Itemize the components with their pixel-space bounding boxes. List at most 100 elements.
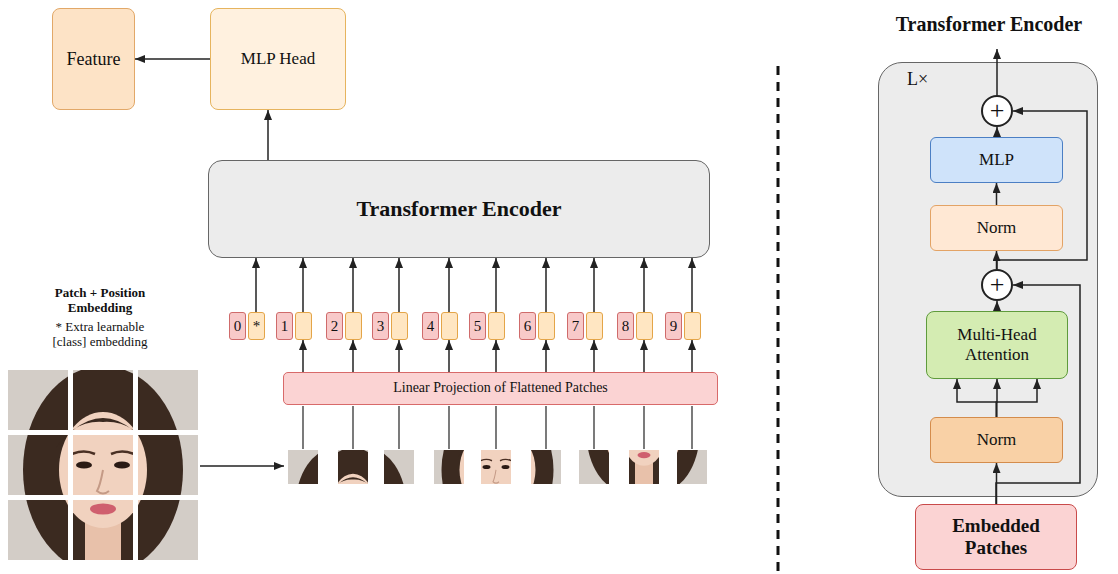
connector-path [352,258,354,312]
connector-arrow [303,258,304,312]
token-label: 7 [572,319,580,334]
patch-line [302,406,303,449]
token-embedding: 9 [665,312,701,340]
position-cell: 8 [617,312,634,340]
connector-arrow [594,340,595,372]
face-tile [8,366,198,574]
connector-path [643,258,645,312]
box-label: Norm [977,430,1017,450]
face-tile [8,366,198,574]
token-label: 2 [331,319,339,334]
box-label: Multi-Head Attention [933,325,1061,364]
connector-arrow [546,258,547,312]
connector-path [135,58,210,60]
process-box: Transformer Encoder [208,160,710,258]
connector-arrow [268,110,269,160]
process-box: Norm [930,417,1063,463]
token-embedding: 0* [229,312,265,340]
connector-path [255,258,257,312]
connector-arrow [399,258,400,312]
process-box: Multi-Head Attention [926,311,1068,379]
token-label: 9 [670,319,678,334]
token-label: 1 [281,319,289,334]
box-label: Linear Projection of Flattened Patches [393,380,608,396]
box-label: MLP [979,150,1014,170]
connector-arrow [303,340,304,372]
patch-cell [488,312,505,340]
sum-node: + [981,269,1013,301]
process-box: Embedded Patches [915,504,1077,570]
connector-arrow [496,258,497,312]
connector-path [593,258,595,312]
connector-path [448,258,450,312]
note-label: * Extra learnable [class] embedding [40,320,160,350]
position-cell: 6 [519,312,536,340]
connector-arrow [256,258,257,312]
token-embedding: 2 [326,312,362,340]
box-label: Transformer Encoder [356,196,561,221]
patch-cell [684,312,701,340]
connector-arrow [449,340,450,372]
patch-tile [466,411,561,529]
connector-path [448,340,450,372]
connector-path [495,340,497,372]
connector-arrow [135,59,210,60]
box-label: Feature [67,49,121,70]
connector-arrow [449,258,450,312]
process-box: Linear Projection of Flattened Patches [283,372,718,405]
face-tile [8,366,198,574]
connector-path [545,258,547,312]
sum-symbol: + [990,98,1005,124]
connector-arrow [692,340,693,372]
patch-cell [441,312,458,340]
divider-line [777,66,780,574]
connector-path [495,258,497,312]
process-box: MLP [930,137,1063,183]
position-cell: 2 [326,312,343,340]
token-embedding: 4 [422,312,458,340]
token-label: 0 [234,319,242,334]
connector-path [352,340,354,372]
token-label: 8 [622,319,630,334]
process-box: Norm [930,205,1063,251]
token-label: 4 [427,319,435,334]
connector-path [691,258,693,312]
face-image [8,366,198,574]
patch-line [398,406,399,449]
patch-line [545,406,546,449]
patch-cell: * [248,312,265,340]
face-tile [8,366,198,574]
patch-line [643,406,644,449]
box-label: MLP Head [241,49,315,69]
token-embedding: 8 [617,312,653,340]
connector-arrow [594,258,595,312]
position-cell: 5 [469,312,486,340]
token-label: 3 [377,319,385,334]
patch-line [352,406,353,449]
box-label: Embedded Patches [922,515,1070,559]
face-tile [8,366,198,574]
patch-cell [538,312,555,340]
position-cell: 0 [229,312,246,340]
token-label: 5 [474,319,482,334]
patch-line [495,406,496,449]
face-tile [8,366,198,574]
patch-tile [288,448,383,566]
position-cell: 4 [422,312,439,340]
face-tile [8,366,198,574]
token-embedding: 5 [469,312,505,340]
patch-line [691,406,692,449]
patch-cell [586,312,603,340]
token-embedding: 6 [519,312,555,340]
connector-path [593,340,595,372]
connector-path [267,110,269,160]
connector-arrow [399,340,400,372]
connector-path [398,258,400,312]
connector-arrow [644,258,645,312]
process-box: Feature [52,8,135,110]
position-cell: 3 [372,312,389,340]
patch-tile [319,448,414,566]
block-title: Transformer Encoder [819,13,1118,36]
token-label: * [253,319,261,334]
token-embedding: 7 [567,312,603,340]
